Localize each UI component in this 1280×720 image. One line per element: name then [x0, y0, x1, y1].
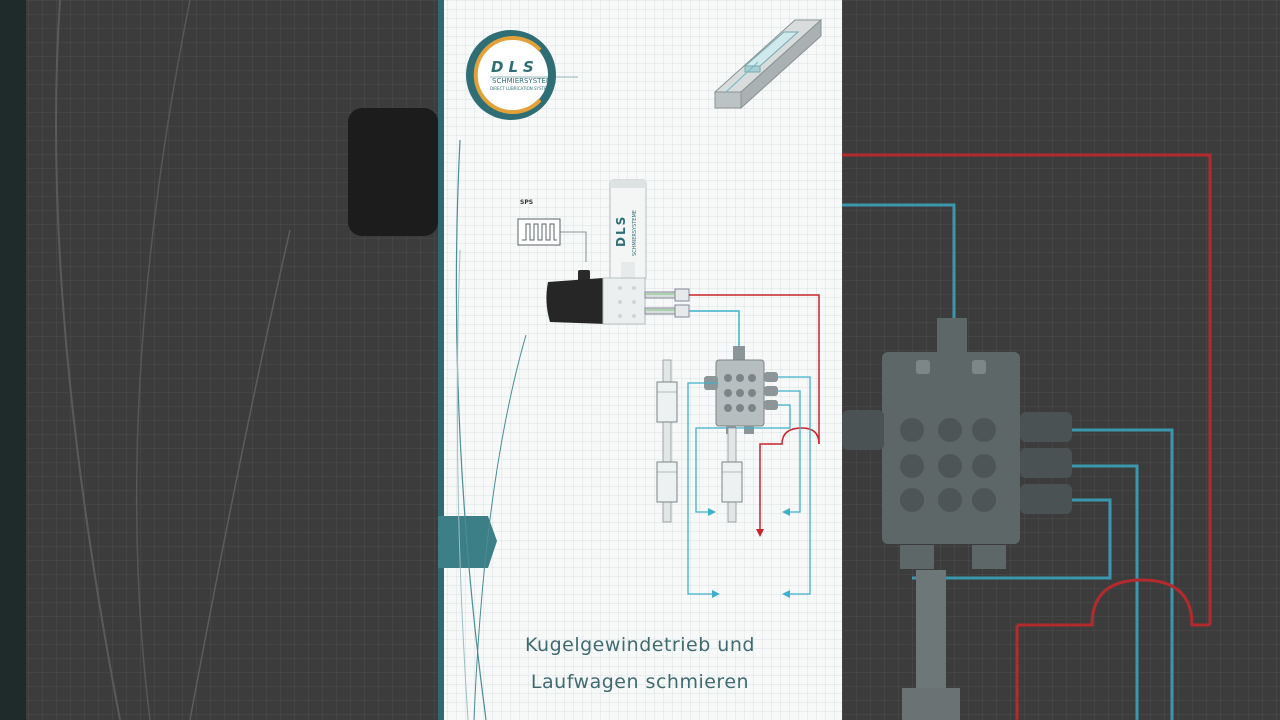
accent-bar [438, 0, 444, 720]
red-line-main [689, 294, 820, 444]
cartridge-brand: DLS [614, 215, 628, 247]
background-left [0, 0, 438, 720]
background-right [842, 0, 1280, 720]
sps-label: SPS [520, 199, 533, 206]
background-left-art [0, 0, 438, 720]
caption-line2: Laufwagen schmieren [530, 671, 750, 693]
lubrication-diagram: DLS SCHMIERSYSTEME DIRECT LUBRICATION SY… [438, 0, 823, 720]
caption-line1: Kugelgewindetrieb und [525, 634, 755, 656]
dls-logo: DLS SCHMIERSYSTEME DIRECT LUBRICATION SY… [466, 30, 578, 120]
sps-box [517, 218, 561, 246]
pulse-signal-icon [522, 223, 557, 241]
guide-rail-left [656, 359, 678, 523]
cartridge-sub: SCHMIERSYSTEME [632, 210, 638, 256]
lubricator-cartridge: DLS SCHMIERSYSTEME [546, 179, 690, 325]
logo-letters: DLS [491, 58, 539, 76]
blue-distribution-lines [687, 376, 811, 595]
linear-guide-illustration [713, 18, 823, 110]
distributor-block [704, 346, 778, 434]
guide-rail-right [721, 427, 743, 523]
blue-line-supply [689, 310, 740, 348]
logo-line2: DIRECT LUBRICATION SYSTEMS [490, 86, 553, 91]
logo-line1: SCHMIERSYSTEME [492, 77, 556, 85]
background-dispenser-shape [348, 108, 438, 236]
background-distributor-block [882, 352, 1020, 544]
video-panel: DLS SCHMIERSYSTEME DIRECT LUBRICATION SY… [438, 0, 842, 720]
red-line-arc [759, 427, 820, 531]
flow-arrows [708, 508, 790, 598]
accent-tab-shape [438, 516, 497, 568]
background-right-art [842, 153, 1212, 720]
